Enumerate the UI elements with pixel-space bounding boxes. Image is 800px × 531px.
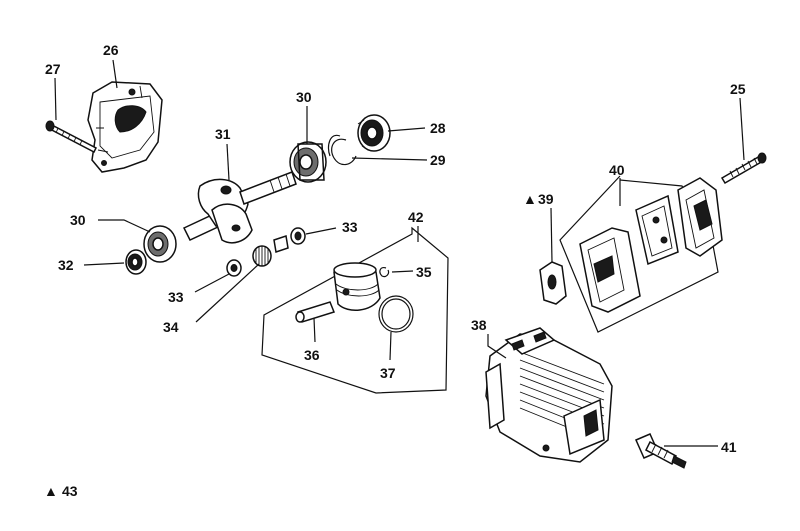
bearing-upper-part <box>289 141 327 183</box>
part-number-29: 29 <box>430 152 446 168</box>
muffler-part <box>579 177 723 313</box>
part-number-33-left: 33 <box>168 289 184 305</box>
part-number-34: 34 <box>163 319 179 335</box>
washer-right-part <box>290 227 306 245</box>
leader-34 <box>195 263 260 323</box>
part-number-41: 41 <box>721 439 737 455</box>
triangle-marker-39-icon: ▲ <box>523 191 537 207</box>
part-number-32: 32 <box>58 257 74 273</box>
leader-32 <box>83 262 125 266</box>
screw-part <box>45 120 98 154</box>
piston-clip-part <box>379 267 390 278</box>
part-number-40: 40 <box>609 162 625 178</box>
part-number-27: 27 <box>45 61 61 77</box>
leader-28 <box>387 127 426 132</box>
bearing-lower-part <box>143 225 177 263</box>
leader-26 <box>112 59 118 89</box>
triangle-marker-43-icon: ▲ <box>44 483 58 499</box>
leader-33-left <box>194 273 230 293</box>
leader-38 <box>487 334 507 359</box>
piston-ring-part <box>378 295 414 333</box>
leader-37 <box>389 331 392 361</box>
cylinder-part <box>485 327 613 463</box>
leader-36 <box>313 317 316 343</box>
part-number-26: 26 <box>103 42 119 58</box>
seal-lower-part <box>125 249 147 275</box>
circlip-part <box>327 134 357 166</box>
part-number-35: 35 <box>416 264 432 280</box>
part-number-36: 36 <box>304 347 320 363</box>
group-bracket-40 <box>559 175 719 333</box>
leader-25 <box>739 97 745 161</box>
washer-left-part <box>226 259 242 277</box>
leader-29 <box>351 157 428 161</box>
part-number-39: 39 <box>538 191 554 207</box>
leader-31 <box>226 143 230 181</box>
gasket-part <box>539 261 567 305</box>
part-number-37: 37 <box>380 365 396 381</box>
seal-part <box>357 114 391 152</box>
needle-bearing-part <box>252 235 289 267</box>
part-number-28: 28 <box>430 120 446 136</box>
leader-33-right <box>305 227 337 235</box>
part-number-30-lower: 30 <box>70 212 86 228</box>
bolt-part <box>720 152 767 185</box>
part-number-43: 43 <box>62 483 78 499</box>
part-number-38: 38 <box>471 317 487 333</box>
part-number-31: 31 <box>215 126 231 142</box>
part-number-25: 25 <box>730 81 746 97</box>
crankcase-part <box>87 81 163 173</box>
part-number-33-right: 33 <box>342 219 358 235</box>
leader-35 <box>391 270 414 273</box>
piston-part <box>333 262 381 311</box>
part-number-42: 42 <box>408 209 424 225</box>
part-number-30-upper: 30 <box>296 89 312 105</box>
leader-39 <box>550 207 553 263</box>
piston-pin-part <box>295 301 335 323</box>
leader-30-lower <box>98 219 151 233</box>
crankshaft-part <box>182 171 297 244</box>
leader-27 <box>54 77 57 121</box>
spark-plug-part <box>635 433 687 469</box>
group-bracket-42 <box>261 226 449 394</box>
